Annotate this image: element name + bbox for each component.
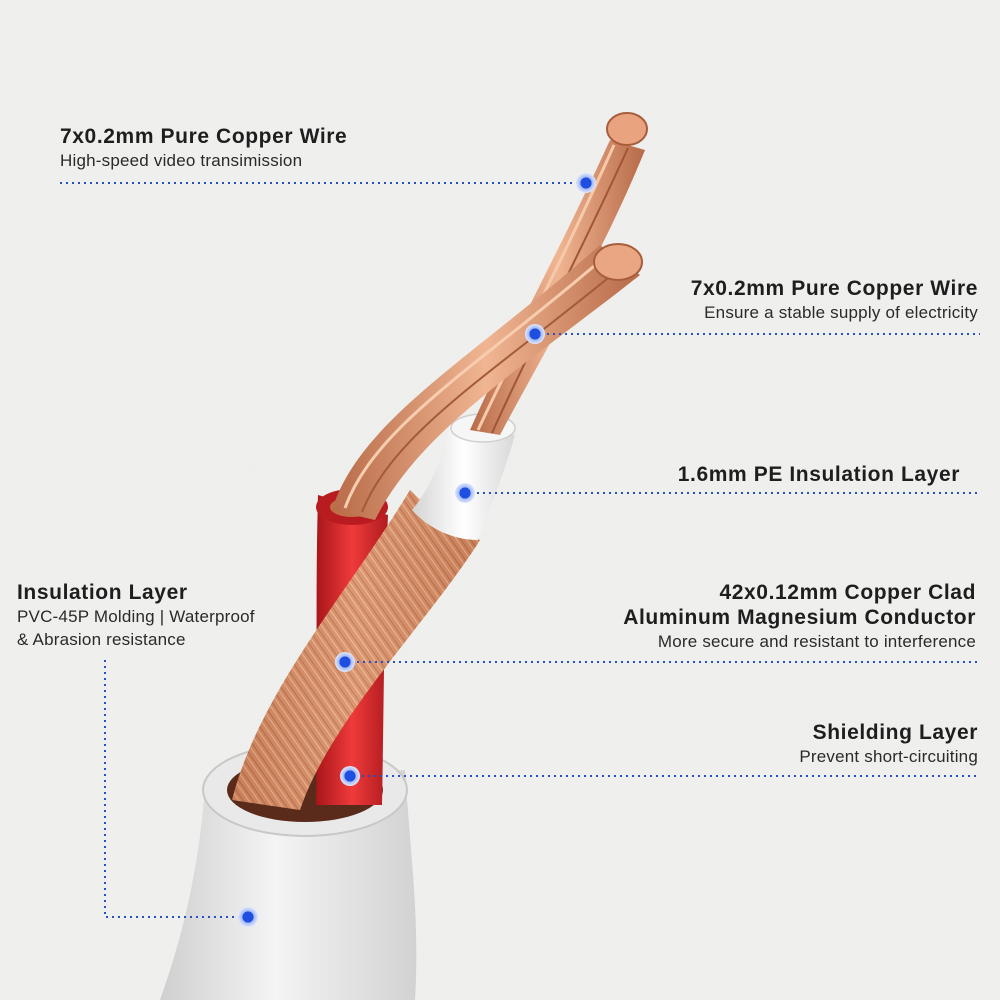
braided-shield: [232, 490, 480, 810]
marker-dot-insulation-layer: [238, 907, 258, 927]
callout-desc: More secure and resistant to interferenc…: [657, 632, 976, 651]
callout-title: 7x0.2mm Pure Copper Wire: [60, 125, 348, 148]
callout-desc-line-2: & Abrasion resistance: [17, 630, 186, 649]
callout-title: 1.6mm PE Insulation Layer: [677, 463, 960, 486]
callout-shielding-layer: Shielding Layer Prevent short-circuiting: [799, 720, 978, 768]
callout-title: 7x0.2mm Pure Copper Wire: [690, 277, 978, 300]
callout-title-line-2: Aluminum Magnesium Conductor: [623, 606, 976, 629]
callout-desc-line-1: PVC-45P Molding | Waterproof: [17, 607, 255, 626]
callout-title-line-1: 42x0.12mm Copper Clad: [719, 581, 976, 604]
marker-dot-ccam-conductor: [335, 652, 355, 672]
callout-copper-wire-video: 7x0.2mm Pure Copper Wire High-speed vide…: [60, 124, 347, 172]
marker-dot-pe-insulation: [455, 483, 475, 503]
callout-ccam-conductor: 42x0.12mm Copper Clad Aluminum Magnesium…: [623, 580, 976, 653]
callout-pe-insulation: 1.6mm PE Insulation Layer: [678, 462, 960, 487]
marker-dot-copper-power: [525, 324, 545, 344]
copper-strand-power: [332, 243, 643, 520]
callout-desc: Ensure a stable supply of electricity: [704, 303, 978, 322]
callout-desc: High-speed video transimission: [60, 151, 303, 170]
marker-dots: [238, 173, 596, 927]
leader-lines: [60, 182, 980, 918]
marker-dot-shielding: [340, 766, 360, 786]
marker-dot-copper-video: [576, 173, 596, 193]
callout-title: Shielding Layer: [812, 721, 978, 744]
callout-insulation-layer: Insulation Layer PVC-45P Molding | Water…: [17, 580, 255, 651]
callout-copper-wire-power: 7x0.2mm Pure Copper Wire Ensure a stable…: [691, 276, 978, 324]
callout-desc: Prevent short-circuiting: [799, 747, 978, 766]
leader-insulation-layer: [104, 660, 248, 918]
callout-title: Insulation Layer: [17, 581, 188, 604]
